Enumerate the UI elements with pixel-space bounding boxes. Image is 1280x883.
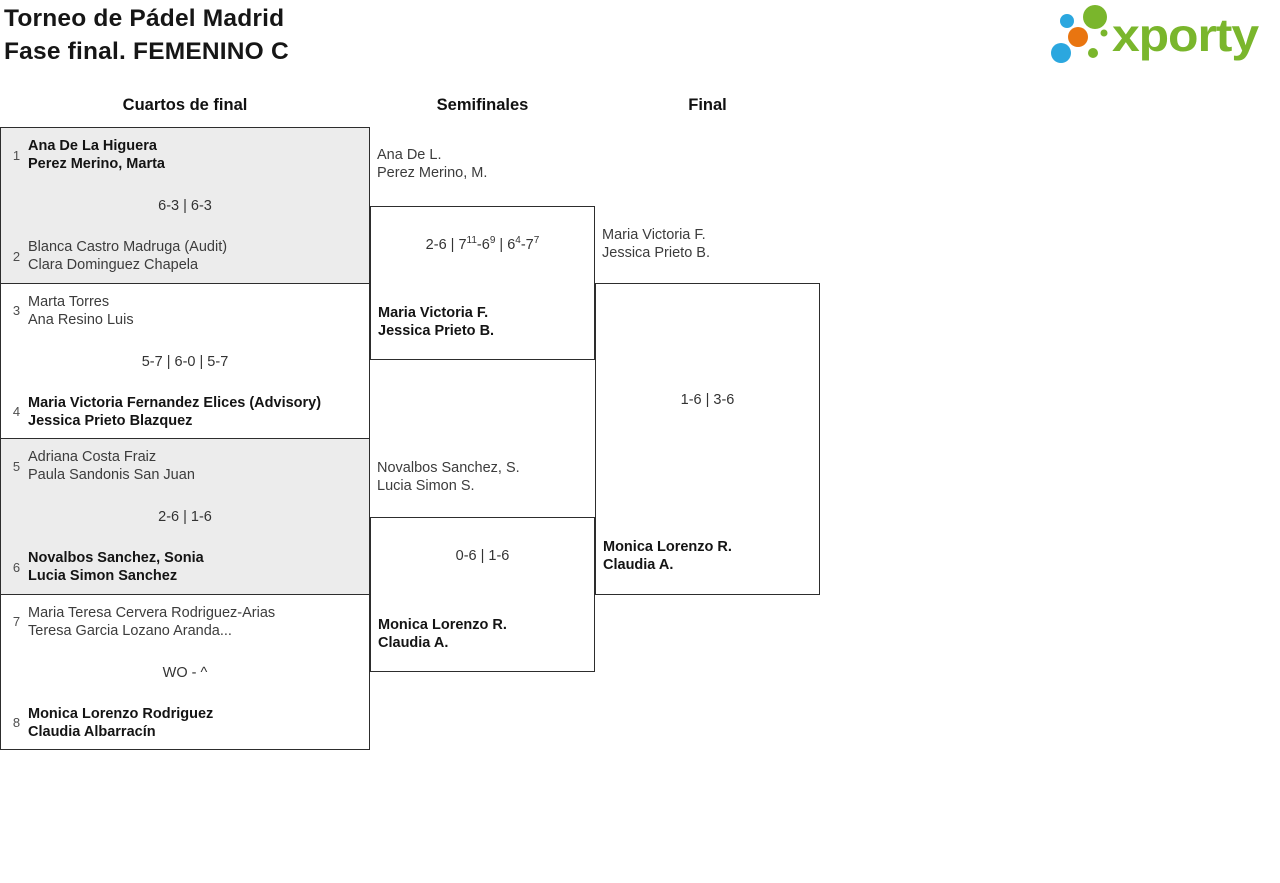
logo-dot-blue-large-icon xyxy=(1051,43,1071,63)
seed-number: 8 xyxy=(12,715,21,730)
player-name: Ana De L. xyxy=(377,147,442,163)
final-team-2-label: Monica Lorenzo R. Claudia A. xyxy=(603,538,732,574)
round-header-semifinales: Semifinales xyxy=(436,96,529,114)
score-segment: -7 xyxy=(520,237,534,253)
team-names: Maria Victoria Fernandez Elices (Advisor… xyxy=(28,394,321,430)
title-line-1: Torneo de Pádel Madrid xyxy=(4,5,285,32)
team-names: Ana De La Higuera Perez Merino, Marta xyxy=(28,137,165,173)
team-names: Monica Lorenzo Rodriguez Claudia Albarra… xyxy=(28,705,213,741)
tiebreak-score: 4 xyxy=(515,235,521,247)
xporty-logo: xporty xyxy=(1051,5,1261,63)
player-name: Jessica Prieto B. xyxy=(602,245,710,261)
player-name: Monica Lorenzo R. xyxy=(603,539,732,555)
logo-dot-blue-small-icon xyxy=(1060,14,1074,28)
player-name: Monica Lorenzo R. xyxy=(378,617,507,633)
player-name: Paula Sandonis San Juan xyxy=(28,467,195,483)
qf3-team-2: 6 Novalbos Sanchez, Sonia Lucia Simon Sa… xyxy=(1,549,363,585)
qf4-team-2: 8 Monica Lorenzo Rodriguez Claudia Albar… xyxy=(1,705,363,741)
quarterfinals-column: 1 Ana De La Higuera Perez Merino, Marta … xyxy=(0,127,370,750)
tiebreak-score: 7 xyxy=(533,235,540,247)
player-name: Marta Torres xyxy=(28,293,110,310)
qf1-team-2: 2 Blanca Castro Madruga (Audit) Clara Do… xyxy=(1,238,363,274)
round-header-final: Final xyxy=(688,96,727,114)
player-name: Adriana Costa Fraiz xyxy=(28,449,157,465)
sf1-match-box: 2-6 | 711-69 | 64-77 Maria Victoria F. J… xyxy=(370,206,595,360)
sf1-score: 2-6 | 711-69 | 64-77 xyxy=(371,236,594,255)
page-title: Torneo de Pádel Madrid Fase final. FEMEN… xyxy=(4,2,289,68)
player-name: Claudia Albarracín xyxy=(28,723,156,740)
player-name: Novalbos Sanchez, Sonia xyxy=(28,550,204,566)
final-score: 1-6 | 3-6 xyxy=(680,392,735,408)
sf2-score: 0-6 | 1-6 xyxy=(455,548,510,564)
seed-number: 7 xyxy=(12,614,21,629)
player-name: Ana Resino Luis xyxy=(28,311,134,328)
team-names: Blanca Castro Madruga (Audit) Clara Domi… xyxy=(28,238,227,274)
qf1-team-1: 1 Ana De La Higuera Perez Merino, Marta xyxy=(1,137,363,173)
score-segment: 2-6 | 7 xyxy=(425,237,467,253)
player-name: Jessica Prieto B. xyxy=(378,323,495,339)
team-names: Adriana Costa Fraiz Paula Sandonis San J… xyxy=(28,448,195,484)
qf-match-3: 5 Adriana Costa Fraiz Paula Sandonis San… xyxy=(1,438,369,594)
sf2-match-box: 0-6 | 1-6 Monica Lorenzo R. Claudia A. xyxy=(370,517,595,672)
seed-number: 5 xyxy=(12,458,21,474)
qf3-team-1: 5 Adriana Costa Fraiz Paula Sandonis San… xyxy=(1,448,363,484)
team-names: Novalbos Sanchez, Sonia Lucia Simon Sanc… xyxy=(28,549,204,585)
seed-number: 1 xyxy=(12,147,21,163)
player-name: Perez Merino, M. xyxy=(377,165,488,181)
qf2-team-1: 3 Marta Torres Ana Resino Luis xyxy=(1,293,363,329)
player-name: Maria Victoria Fernandez Elices (Advisor… xyxy=(28,394,322,411)
qf-match-1: 1 Ana De La Higuera Perez Merino, Marta … xyxy=(1,128,369,283)
qf4-team-1: 7 Maria Teresa Cervera Rodriguez-Arias T… xyxy=(1,604,363,640)
logo-dot-green-large-icon xyxy=(1083,5,1107,29)
logo-dot-green-small-icon xyxy=(1088,48,1098,58)
sf1-team-1-label: Ana De L. Perez Merino, M. xyxy=(377,146,487,182)
qf2-team-2: 4 Maria Victoria Fernandez Elices (Advis… xyxy=(1,394,363,430)
player-name: Maria Victoria F. xyxy=(602,227,706,243)
tiebreak-score: 9 xyxy=(489,235,496,247)
round-header-cuartos: Cuartos de final xyxy=(122,96,248,114)
player-name: Clara Dominguez Chapela xyxy=(28,257,199,273)
player-name: Claudia A. xyxy=(603,557,674,573)
logo-dot-orange-icon xyxy=(1068,27,1088,47)
team-names: Marta Torres Ana Resino Luis xyxy=(28,293,134,329)
qf1-score: 6-3 | 6-3 xyxy=(158,198,212,214)
seed-number: 4 xyxy=(12,404,21,419)
sf2-team-2-label: Monica Lorenzo R. Claudia A. xyxy=(378,616,507,652)
player-name: Novalbos Sanchez, S. xyxy=(377,460,520,476)
player-name: Ana De La Higuera xyxy=(28,138,157,154)
player-name: Jessica Prieto Blazquez xyxy=(28,412,193,429)
title-line-2: Fase final. FEMENINO C xyxy=(4,38,289,65)
seed-number: 3 xyxy=(12,303,21,318)
score-segment: -6 xyxy=(476,237,490,253)
final-team-1-label: Maria Victoria F. Jessica Prieto B. xyxy=(602,226,710,262)
sf2-team-1-label: Novalbos Sanchez, S. Lucia Simon S. xyxy=(377,459,520,495)
final-match-box: 1-6 | 3-6 Monica Lorenzo R. Claudia A. xyxy=(595,283,820,595)
player-name: Blanca Castro Madruga (Audit) xyxy=(28,239,228,255)
player-name: Maria Teresa Cervera Rodriguez-Arias xyxy=(28,604,276,621)
player-name: Perez Merino, Marta xyxy=(28,156,165,172)
qf3-score: 2-6 | 1-6 xyxy=(158,509,212,525)
qf2-score: 5-7 | 6-0 | 5-7 xyxy=(141,353,229,370)
player-name: Maria Victoria F. xyxy=(378,305,489,321)
sf1-team-2-label: Maria Victoria F. Jessica Prieto B. xyxy=(378,304,494,340)
player-name: Monica Lorenzo Rodriguez xyxy=(28,705,214,722)
logo-dot-green-tiny-icon xyxy=(1100,29,1108,37)
player-name: Claudia A. xyxy=(378,635,449,651)
logo-wordmark: xporty xyxy=(1112,9,1260,61)
qf4-score: WO - ^ xyxy=(162,664,208,681)
player-name: Lucia Simon S. xyxy=(377,478,475,494)
tiebreak-score: 11 xyxy=(466,235,477,247)
seed-number: 2 xyxy=(12,248,21,264)
qf-match-4: 7 Maria Teresa Cervera Rodriguez-Arias T… xyxy=(1,593,369,749)
score-segment: | 6 xyxy=(495,237,516,253)
player-name: Teresa Garcia Lozano Aranda... xyxy=(28,622,232,639)
team-names: Maria Teresa Cervera Rodriguez-Arias Ter… xyxy=(28,604,275,640)
player-name: Lucia Simon Sanchez xyxy=(28,568,178,584)
seed-number: 6 xyxy=(12,559,21,575)
qf-match-2: 3 Marta Torres Ana Resino Luis 5-7 | 6-0… xyxy=(1,282,369,438)
